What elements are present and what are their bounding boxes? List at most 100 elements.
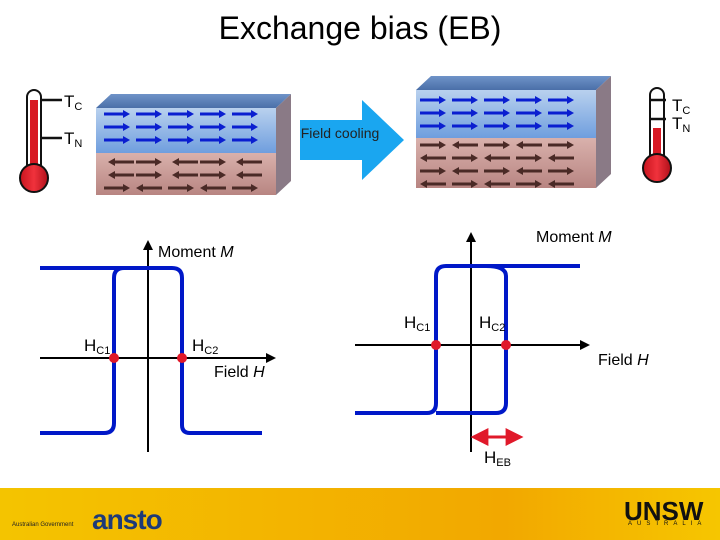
afm-spin-arrow [484, 167, 510, 175]
afm-spin-arrow [452, 141, 478, 149]
afm-spin-arrow [172, 158, 198, 166]
left-moment-axis-arrowhead [143, 240, 153, 250]
fm-spin-arrow [420, 122, 446, 130]
right-tn-label: TN [672, 114, 691, 135]
afm-spin-arrow [172, 171, 198, 179]
fm-spin-arrow [104, 136, 130, 144]
afm-spin-arrow [516, 141, 542, 149]
fm-spin-arrow [484, 96, 510, 104]
left-field-axis-arrowhead [266, 353, 276, 363]
fm-spin-arrow [136, 110, 162, 118]
right-hc2-label: HC2 [479, 313, 506, 334]
left-field-axis-label: Field H [214, 364, 265, 381]
left-block-top-face [96, 94, 291, 108]
left-spin-arrows [104, 110, 262, 192]
afm-spin-arrow [548, 180, 574, 188]
afm-spin-arrow [136, 171, 162, 179]
right-field-axis-label: Field H [598, 352, 649, 369]
fm-spin-arrow [168, 136, 194, 144]
right-hc1-point [431, 340, 441, 350]
fm-spin-arrow [452, 122, 478, 130]
field-cooling-arrow [300, 100, 404, 180]
fm-spin-arrow [516, 109, 542, 117]
fm-spin-arrow [168, 123, 194, 131]
right-thermometer-icon [642, 87, 672, 183]
afm-spin-arrow [168, 184, 194, 192]
unsw-subtitle: AUSTRALIA [628, 521, 707, 527]
fm-spin-arrow [232, 136, 258, 144]
right-hysteresis-plot [355, 232, 590, 452]
fm-spin-arrow [200, 110, 226, 118]
afm-spin-arrow [516, 167, 542, 175]
fm-spin-arrow [200, 123, 226, 131]
fm-spin-arrow [420, 109, 446, 117]
fm-spin-arrow [548, 122, 574, 130]
afm-spin-arrow [484, 180, 510, 188]
afm-spin-arrow [236, 171, 262, 179]
left-hc1-label: HC1 [84, 336, 111, 357]
fm-spin-arrow [168, 110, 194, 118]
right-loop-upper-branch [355, 264, 580, 415]
right-hc2-point [501, 340, 511, 350]
afm-spin-arrow [200, 184, 226, 192]
left-tc-label: TC [64, 92, 83, 113]
afm-spin-arrow [420, 167, 446, 175]
afm-spin-arrow [452, 167, 478, 175]
australian-government-text: Australian Government [12, 522, 74, 528]
right-block-top-face [416, 76, 611, 90]
left-tn-label: TN [64, 129, 83, 150]
left-loop-upper-branch [40, 266, 125, 435]
afm-spin-arrow [108, 158, 134, 166]
afm-spin-arrow [548, 154, 574, 162]
right-field-axis-arrowhead [580, 340, 590, 350]
left-sample-block [96, 94, 291, 195]
right-loop-lower-branch [436, 264, 508, 415]
left-hc2-label: HC2 [192, 336, 219, 357]
left-hysteresis-plot [40, 240, 276, 452]
afm-spin-arrow [232, 184, 258, 192]
fm-spin-arrow [452, 96, 478, 104]
left-moment-axis-label: Moment M [158, 244, 234, 261]
afm-spin-arrow [136, 184, 162, 192]
afm-spin-arrow [104, 184, 130, 192]
afm-spin-arrow [484, 141, 510, 149]
left-loop-lower-branch [40, 266, 262, 435]
afm-spin-arrow [200, 171, 226, 179]
right-moment-axis-arrowhead [466, 232, 476, 242]
page-title: Exchange bias (EB) [218, 10, 502, 46]
fm-spin-arrow [484, 109, 510, 117]
right-moment-axis-label: Moment M [536, 229, 612, 246]
left-hc1-point [109, 353, 119, 363]
afm-spin-arrow [484, 154, 510, 162]
right-sample-block [416, 76, 611, 188]
fm-spin-arrow [104, 123, 130, 131]
afm-spin-arrow [516, 180, 542, 188]
right-tc-label: TC [672, 96, 691, 117]
afm-spin-arrow [516, 154, 542, 162]
left-hc2-point [177, 353, 187, 363]
afm-spin-arrow [200, 158, 226, 166]
footer-bar [0, 488, 720, 540]
afm-spin-arrow [548, 141, 574, 149]
afm-spin-arrow [420, 141, 446, 149]
right-spin-arrows [420, 96, 574, 188]
afm-spin-arrow [236, 158, 262, 166]
fm-spin-arrow [104, 110, 130, 118]
left-thermometer-icon [19, 89, 62, 193]
afm-spin-arrow [420, 180, 446, 188]
fm-spin-arrow [232, 123, 258, 131]
fm-spin-arrow [484, 122, 510, 130]
fm-spin-arrow [232, 110, 258, 118]
right-hc1-label: HC1 [404, 313, 431, 334]
afm-spin-arrow [136, 158, 162, 166]
fm-spin-arrow [136, 123, 162, 131]
afm-spin-arrow [452, 180, 478, 188]
afm-spin-arrow [452, 154, 478, 162]
field-cooling-label: Field cooling [300, 125, 380, 141]
afm-spin-arrow [108, 171, 134, 179]
fm-spin-arrow [200, 136, 226, 144]
afm-spin-arrow [548, 167, 574, 175]
fm-spin-arrow [548, 96, 574, 104]
fm-spin-arrow [452, 109, 478, 117]
